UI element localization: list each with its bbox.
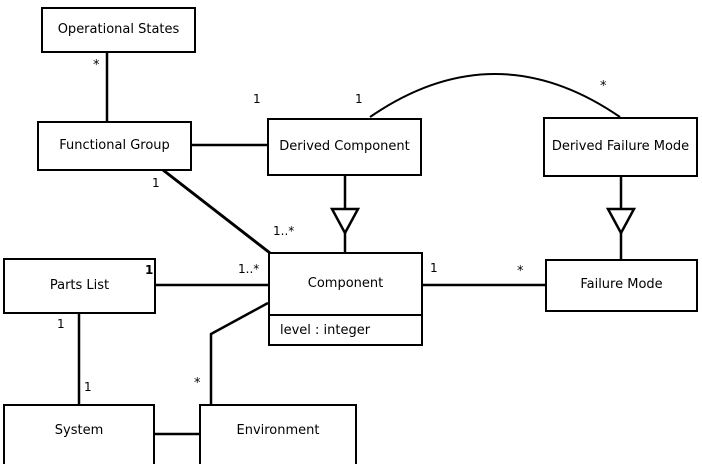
multiplicity-parts-list-component-far: 1..* (238, 262, 260, 276)
multiplicity-functional-group-component-near: 1 (152, 176, 160, 190)
multiplicity-functional-group-derived-component: 1 (253, 92, 261, 106)
multiplicity-component-environment: * (194, 376, 201, 391)
class-box-parts-list[interactable]: Parts List (3, 258, 156, 314)
connector-component-environment (209, 301, 269, 404)
class-name-component: Component (307, 275, 384, 291)
class-name-system: System (54, 422, 104, 438)
multiplicity-derived-failure-mode-arc-right: * (600, 79, 607, 94)
connector-derived-component-derived-failure-mode-arc (369, 73, 621, 118)
class-attribute-component-level: level : integer (270, 314, 421, 344)
class-box-system[interactable]: System (3, 404, 155, 464)
class-box-failure-mode[interactable]: Failure Mode (545, 259, 698, 312)
class-box-derived-failure-mode[interactable]: Derived Failure Mode (543, 117, 698, 177)
class-name-environment: Environment (236, 422, 320, 438)
multiplicity-derived-component-arc-left: 1 (355, 92, 363, 106)
class-box-derived-component[interactable]: Derived Component (267, 118, 422, 176)
connector-functional-group-component (162, 168, 271, 255)
class-name-operational-states: Operational States (57, 21, 180, 37)
class-box-operational-states[interactable]: Operational States (41, 7, 196, 53)
multiplicity-functional-group-component-far: 1..* (273, 224, 295, 238)
multiplicity-component-failure-mode-left: 1 (430, 261, 438, 275)
multiplicity-operational-states-functional-group: * (93, 58, 100, 73)
multiplicity-parts-list-component-near: 1 (145, 263, 154, 277)
generalization-triangle-derived-failure-mode (605, 207, 637, 236)
class-name-failure-mode: Failure Mode (580, 277, 663, 293)
class-box-component[interactable]: Component level : integer (268, 252, 423, 346)
class-name-derived-component: Derived Component (279, 138, 410, 154)
multiplicity-parts-list-system-bottom: 1 (84, 380, 92, 394)
class-box-functional-group[interactable]: Functional Group (37, 121, 192, 171)
class-name-functional-group: Functional Group (59, 137, 170, 153)
class-name-parts-list: Parts List (49, 277, 110, 293)
generalization-triangle-derived-component (329, 207, 361, 236)
multiplicity-component-failure-mode-right: * (517, 264, 524, 279)
class-name-derived-failure-mode: Derived Failure Mode (551, 138, 690, 154)
class-box-environment[interactable]: Environment (199, 404, 357, 464)
multiplicity-parts-list-system-top: 1 (57, 317, 65, 331)
